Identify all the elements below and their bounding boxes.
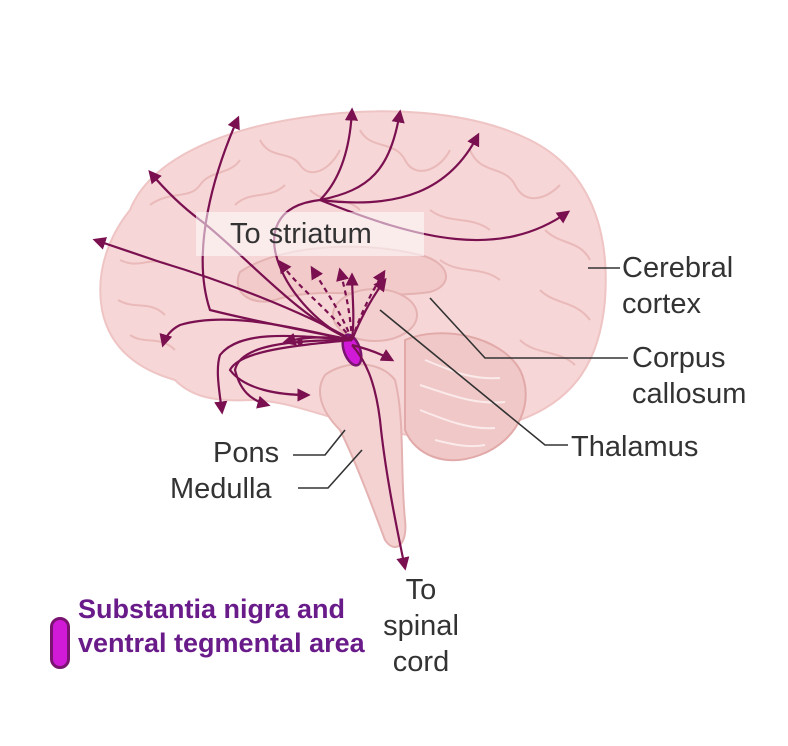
pathway-node: [297, 339, 303, 345]
striatum-label-backdrop: [196, 212, 424, 256]
label-cerebral-cortex: Cerebral cortex: [622, 252, 734, 320]
corpus-callosum-leader: [429, 297, 628, 359]
legend-swatch: [50, 617, 70, 669]
label-thalamus: Thalamus: [571, 431, 699, 463]
label-to-spinal-cord: To spinal cord: [383, 574, 459, 678]
label-to-striatum: To striatum: [230, 218, 372, 250]
medulla-leader: [298, 449, 363, 489]
cerebellum-folia: [419, 359, 506, 448]
label-leader-lines: [293, 267, 628, 489]
pons-leader: [293, 429, 346, 456]
label-corpus-callosum: Corpus callosum: [632, 342, 747, 410]
legend-label: Substantia nigra and ventral tegmental a…: [78, 594, 365, 658]
dopamine-pathways: [92, 107, 571, 571]
label-medulla: Medulla: [170, 473, 272, 505]
thalamus-leader: [379, 309, 568, 446]
brainstem-shape: [319, 363, 407, 548]
label-pons: Pons: [213, 437, 280, 469]
striatum-pathways: [278, 259, 386, 341]
